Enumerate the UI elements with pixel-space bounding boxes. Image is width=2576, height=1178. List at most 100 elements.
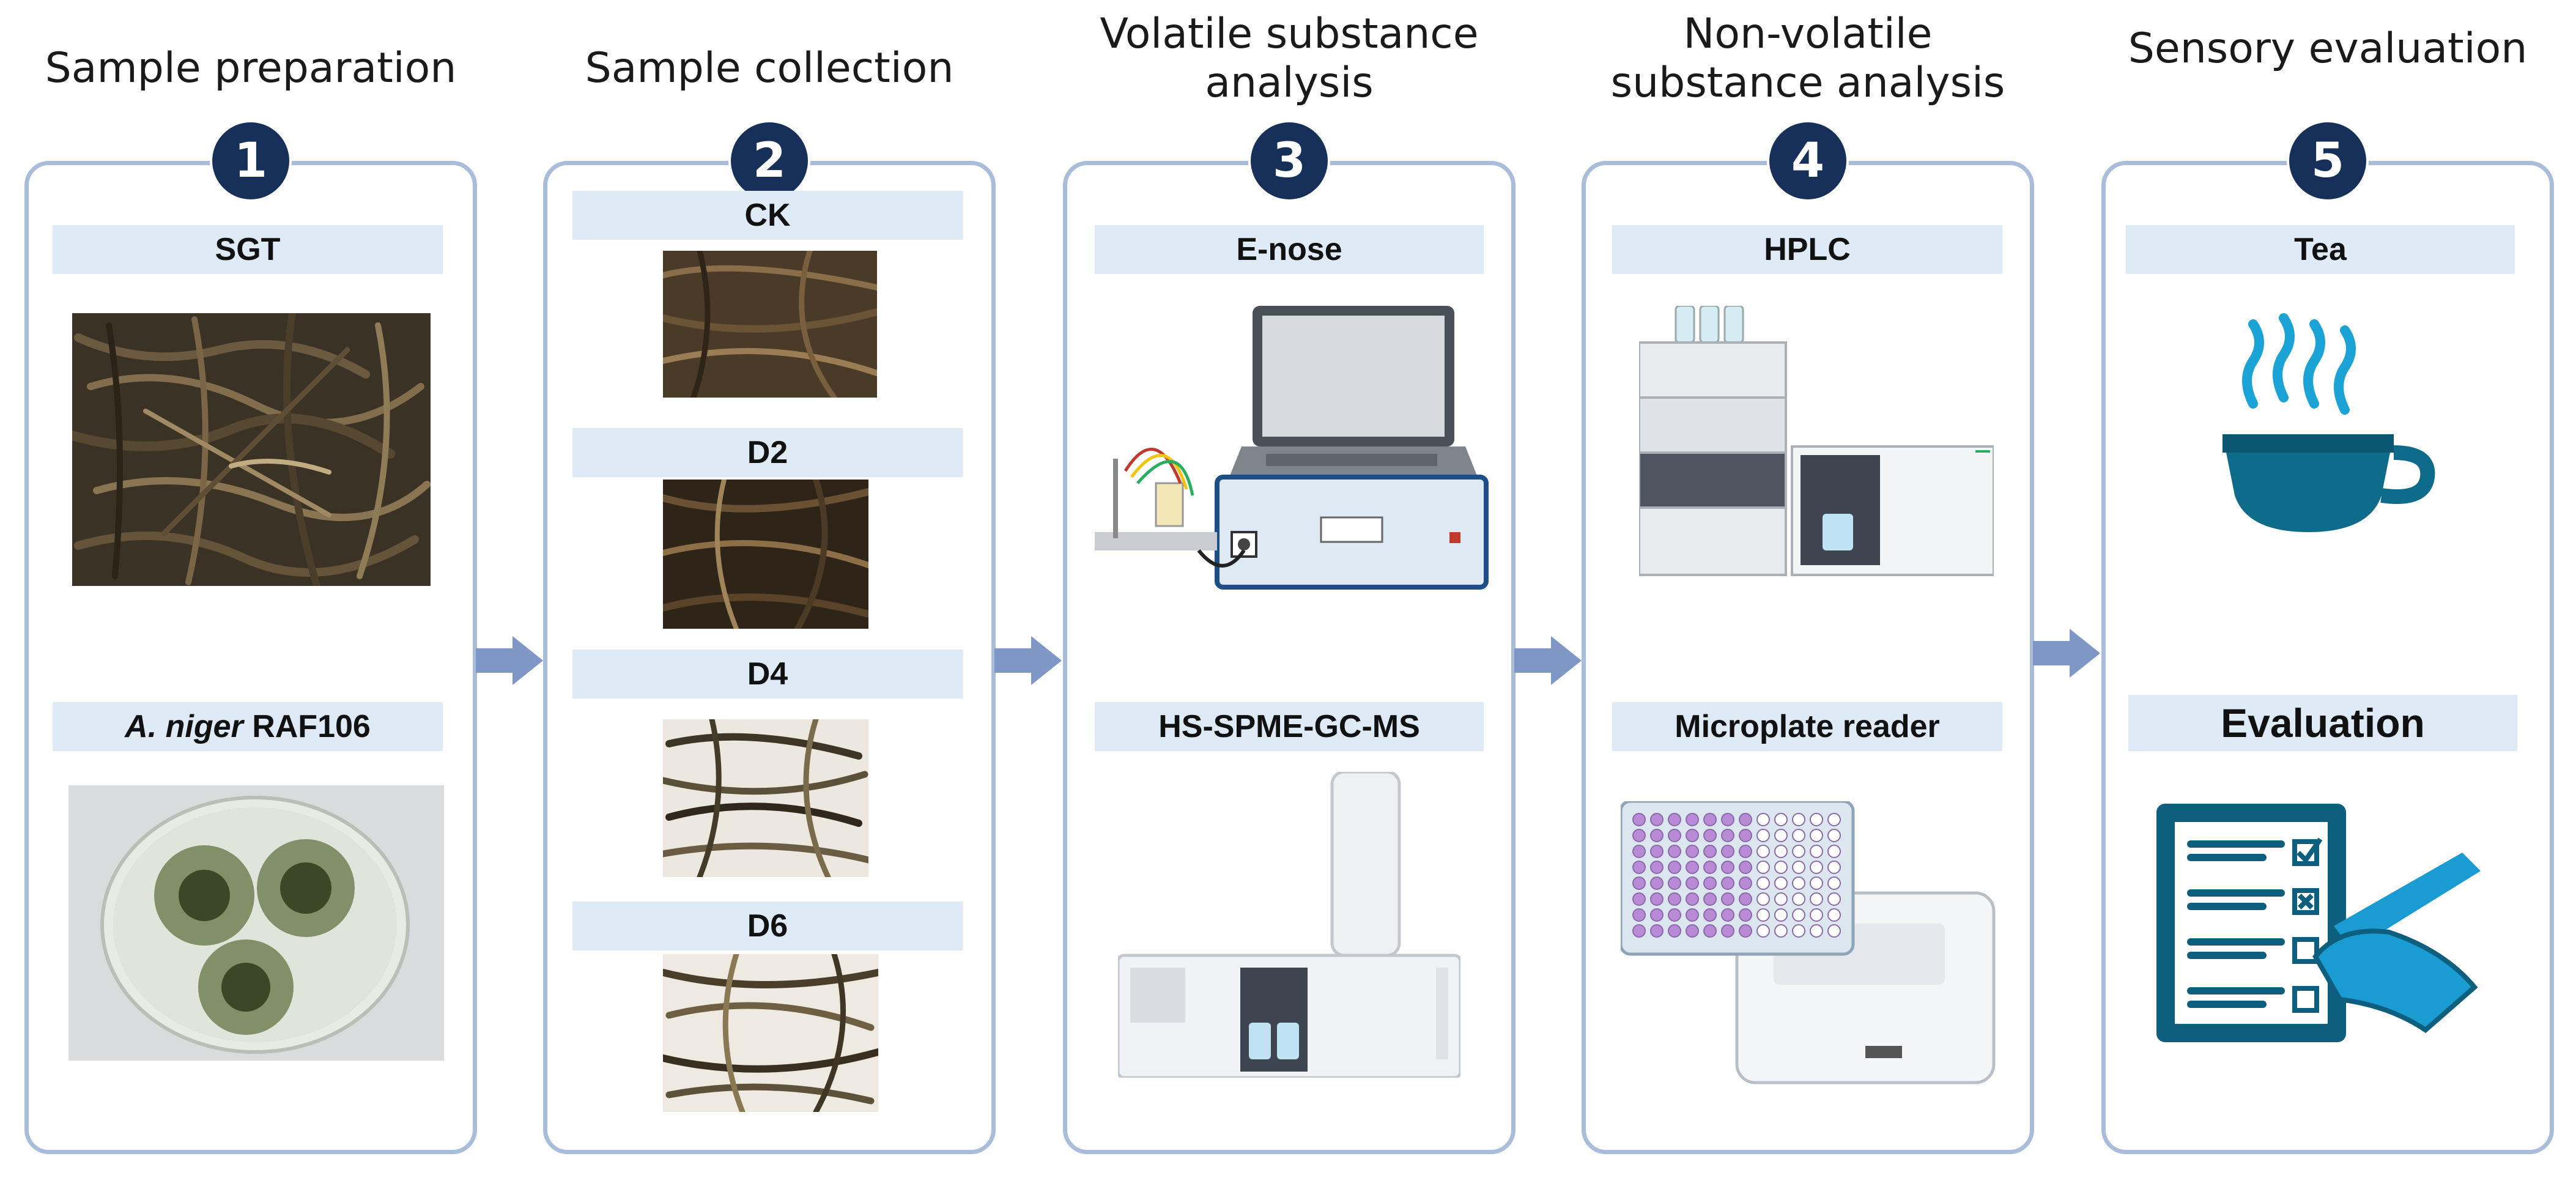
sample-label-ck: CK: [572, 191, 963, 240]
enose-label: E-nose: [1095, 225, 1484, 274]
microplate-well: [1810, 924, 1823, 938]
microplate-well: [1756, 861, 1770, 874]
microplate-well: [1686, 876, 1699, 890]
microplate-well: [1686, 892, 1699, 906]
microplate-well: [1739, 845, 1752, 858]
microplate-well: [1739, 892, 1752, 906]
microplate-well: [1703, 861, 1717, 874]
microplate-well: [1827, 924, 1841, 938]
stage-2-title: Sample collection: [585, 44, 954, 92]
microplate-well: [1721, 845, 1734, 858]
microplate-well: [1774, 908, 1788, 922]
microplate-well: [1650, 908, 1664, 922]
microplate-well: [1632, 829, 1646, 842]
microplate-well: [1756, 892, 1770, 906]
microplate-well: [1827, 908, 1841, 922]
microplate-well: [1827, 892, 1841, 906]
microplate-well: [1668, 845, 1681, 858]
microplate-well: [1632, 876, 1646, 890]
sgt-tea-leaves-image: [72, 313, 431, 586]
gcms-label: HS-SPME-GC-MS: [1095, 702, 1484, 751]
microplate-well: [1650, 861, 1664, 874]
microplate-well: [1668, 829, 1681, 842]
microplate-well: [1721, 892, 1734, 906]
microplate-well: [1792, 813, 1805, 826]
microplate-well: [1774, 845, 1788, 858]
microplate-well: [1827, 845, 1841, 858]
microplate-well: [1792, 924, 1805, 938]
evaluation-clipboard-icon: [2156, 804, 2481, 1042]
microplate-well: [1668, 813, 1681, 826]
microplate-well: [1703, 908, 1717, 922]
microplate-well: [1721, 924, 1734, 938]
microplate-well: [1792, 876, 1805, 890]
microplate-well: [1774, 829, 1788, 842]
microplate-well: [1810, 829, 1823, 842]
sample-label-d2: D2: [572, 428, 963, 477]
microplate-well: [1792, 892, 1805, 906]
microplate-well: [1774, 861, 1788, 874]
microplate-well: [1703, 876, 1717, 890]
microplate-well: [1632, 908, 1646, 922]
arrow-1-to-2: [476, 636, 543, 685]
microplate-well: [1686, 924, 1699, 938]
microplate-well: [1827, 813, 1841, 826]
stage-4-badge: 4: [1769, 122, 1846, 199]
microplate-well: [1739, 908, 1752, 922]
microplate-well: [1774, 892, 1788, 906]
microplate-well: [1650, 813, 1664, 826]
sample-label-d4: D4: [572, 650, 963, 698]
hplc-label: HPLC: [1612, 225, 2002, 274]
hplc-instrument-illustration: [1639, 306, 1994, 576]
stage-1-title: Sample preparation: [45, 44, 457, 92]
microplate-well: [1774, 876, 1788, 890]
microplate-well: [1632, 845, 1646, 858]
microplate-well: [1810, 845, 1823, 858]
d6-tea-image: [663, 954, 878, 1112]
arrow-3-to-4: [1514, 636, 1582, 685]
microplate-well: [1756, 876, 1770, 890]
microplate-reader-illustration: [1621, 801, 1996, 1084]
microplate-well: [1774, 924, 1788, 938]
microplate-well: [1686, 813, 1699, 826]
stage-5-badge: 5: [2289, 122, 2366, 199]
microplate-well: [1668, 876, 1681, 890]
tea-label: Tea: [2126, 225, 2515, 274]
stage-5-title: Sensory evaluation: [2128, 24, 2528, 73]
microplate-well: [1739, 924, 1752, 938]
microplate-well: [1792, 829, 1805, 842]
microplate-well: [1668, 892, 1681, 906]
stage-3-badge: 3: [1251, 122, 1328, 199]
microplate-well: [1756, 813, 1770, 826]
d2-tea-image: [663, 480, 868, 629]
arrow-2-to-3: [994, 636, 1062, 685]
microplate-reader-label: Microplate reader: [1612, 702, 2002, 751]
microplate-well: [1703, 813, 1717, 826]
microplate-well: [1668, 908, 1681, 922]
microplate-well: [1721, 829, 1734, 842]
microplate-well: [1756, 908, 1770, 922]
microplate-well: [1650, 876, 1664, 890]
petri-dish-image: [68, 785, 444, 1061]
tea-cup-icon: [2223, 313, 2435, 532]
microplate-well: [1721, 876, 1734, 890]
microplate-well: [1739, 861, 1752, 874]
microplate-well: [1792, 845, 1805, 858]
microplate-well: [1756, 829, 1770, 842]
stage-1-badge: 1: [212, 122, 289, 199]
enose-instrument-illustration: [1095, 306, 1489, 590]
microplate-well: [1703, 845, 1717, 858]
stage-3-title: Volatile substance analysis: [1100, 10, 1479, 107]
gcms-instrument-illustration: [1118, 772, 1460, 1078]
microplate-well: [1739, 829, 1752, 842]
arrow-4-to-5: [2033, 629, 2100, 678]
microplate-well: [1632, 892, 1646, 906]
microplate-well: [1810, 813, 1823, 826]
microplate-well: [1739, 813, 1752, 826]
microplate-well: [1792, 908, 1805, 922]
microplate-well: [1721, 813, 1734, 826]
sample-label-d6: D6: [572, 902, 963, 950]
evaluation-label: Evaluation: [2128, 695, 2517, 751]
microplate-well: [1632, 924, 1646, 938]
microplate-well: [1650, 892, 1664, 906]
